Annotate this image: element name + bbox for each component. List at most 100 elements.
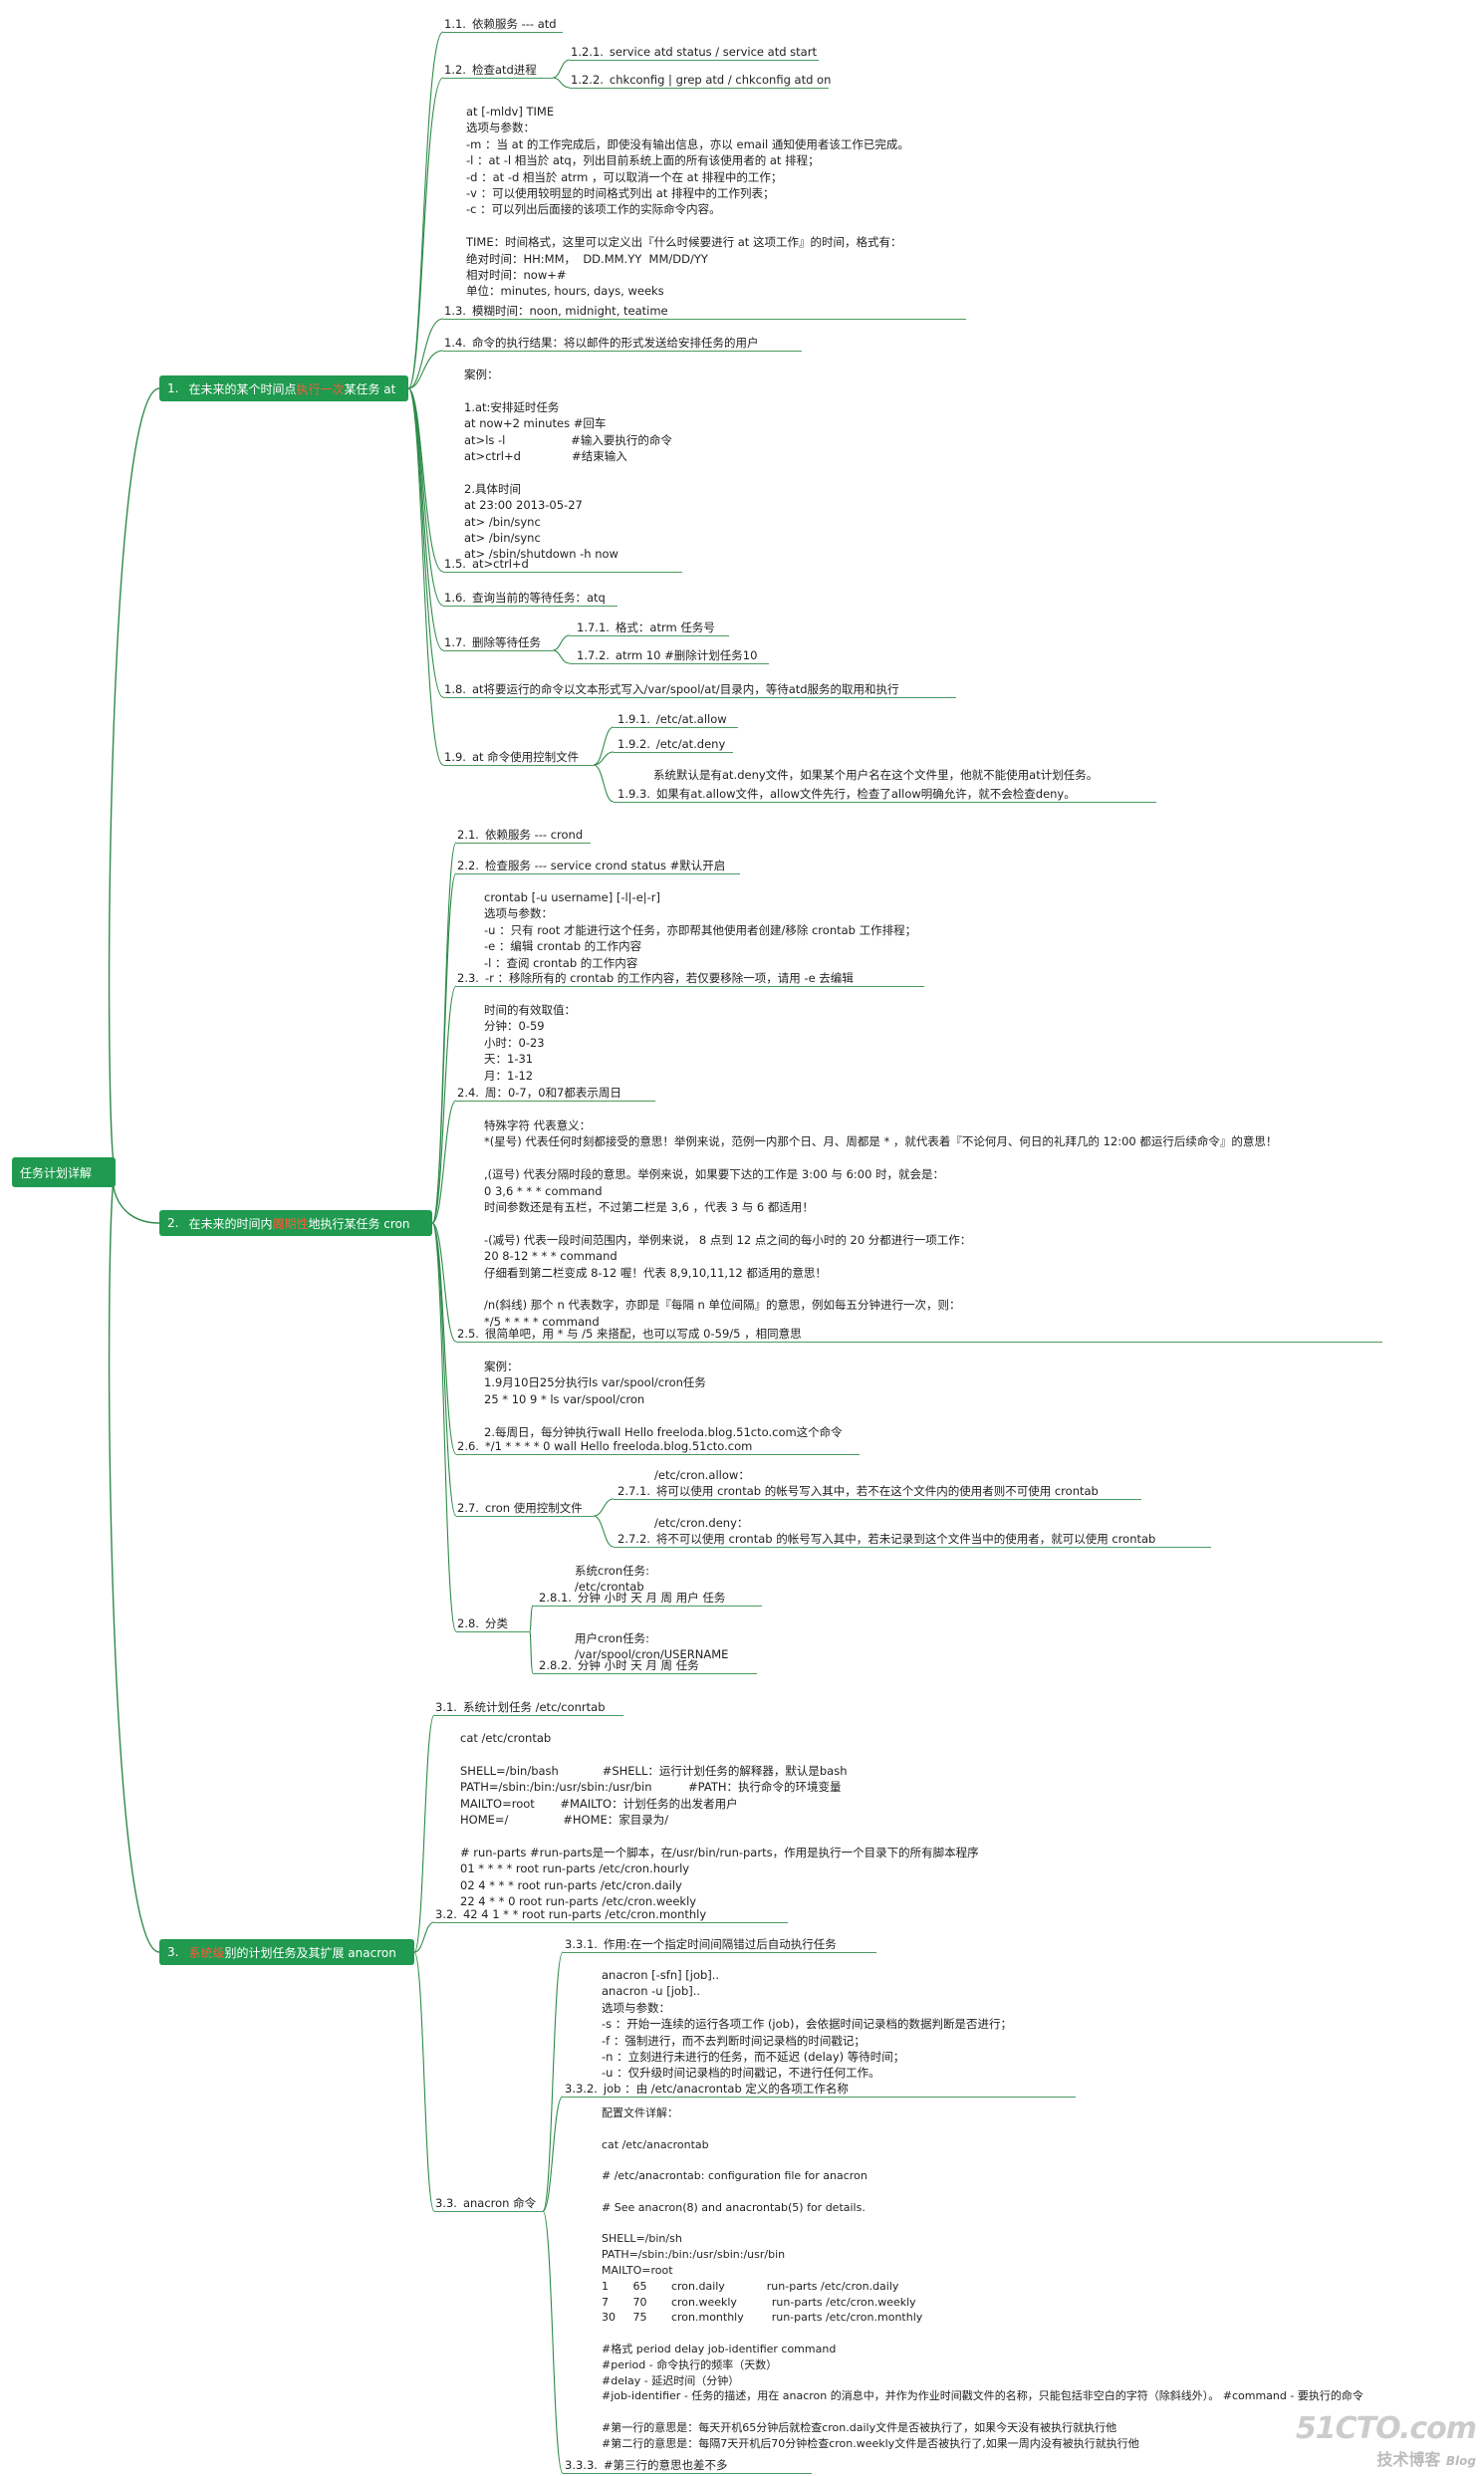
node-2-4[interactable]: 2.4.周：0-7，0和7都表示周日: [457, 1087, 621, 1100]
underline: [614, 727, 738, 728]
node-num: 2.2.: [457, 859, 479, 872]
node-num: 1.2.1.: [571, 45, 604, 59]
watermark-site: 51CTO.com: [1295, 2411, 1477, 2446]
node-1-7-1[interactable]: 1.7.1.格式：atrm 任务号: [577, 621, 715, 634]
node-num: 1.9.: [444, 750, 466, 764]
node-2-7-1[interactable]: 2.7.1.将可以使用 crontab 的帐号写入其中，若不在这个文件内的使用者…: [618, 1485, 1099, 1498]
node-text: 分钟 小时 天 月 周 任务: [577, 1658, 699, 1672]
underline: [570, 60, 819, 61]
node-num: 3.3.1.: [565, 1937, 598, 1951]
node-text: 查询当前的等待任务：atq: [471, 591, 606, 605]
node-num: 1.7.2.: [577, 648, 610, 662]
branch-2-post: 地执行某任务 cron: [308, 1216, 410, 1231]
watermark-tag: Blog: [1445, 2454, 1476, 2468]
node-text: 模糊时间：noon, midnight, teatime: [471, 304, 668, 318]
node-1-9-3[interactable]: 1.9.3.如果有at.allow文件，allow文件先行，检查了allow明确…: [618, 788, 1076, 801]
underline: [456, 986, 924, 987]
node-text: /etc/at.deny: [655, 737, 726, 751]
node-3-3-2[interactable]: 3.3.2.job ：由 /etc/anacrontab 定义的各项工作名称: [565, 2082, 849, 2096]
note-anacrontab: 配置文件详解： cat /etc/anacrontab # /etc/anacr…: [602, 2106, 1363, 2450]
underline: [456, 1631, 530, 1632]
note-crontab: crontab [-u username] [-l|-e|-r] 选项与参数： …: [484, 890, 917, 970]
node-2-1[interactable]: 2.1.依赖服务 --- crond: [457, 829, 583, 842]
node-3-3[interactable]: 3.3.anacron 命令: [435, 2196, 537, 2210]
note-sys-cron: 系统cron任务: /etc/crontab: [575, 1564, 649, 1595]
underline: [533, 1673, 757, 1674]
node-num: 1.9.1.: [618, 712, 650, 726]
node-num: 3.2.: [435, 1907, 457, 1921]
node-text: at 命令使用控制文件: [471, 750, 580, 764]
node-1-4[interactable]: 1.4.命令的执行结果：将以邮件的形式发送给安排任务的用户: [444, 337, 758, 350]
node-num: 1.2.2.: [571, 73, 604, 87]
node-1-7[interactable]: 1.7.删除等待任务: [444, 636, 541, 649]
branch-1-pre: 在未来的某个时间点: [188, 381, 297, 396]
node-1-7-2[interactable]: 1.7.2.atrm 10 #删除计划任务10: [577, 648, 757, 662]
node-3-2[interactable]: 3.2.42 4 1 * * root run-parts /etc/cron.…: [435, 1907, 706, 1921]
node-text: service atd status / service atd start: [609, 45, 817, 59]
node-2-2[interactable]: 2.2. 检查服务 --- service crond status #默认开启: [457, 859, 726, 872]
node-1-2-2[interactable]: 1.2.2.chkconfig | grep atd / chkconfig a…: [571, 73, 831, 87]
node-1-8[interactable]: 1.8.at将要运行的命令以文本形式写入/var/spool/at/目录内，等待…: [444, 682, 899, 696]
note-anacron-syntax: anacron [-sfn] [job].. anacron -u [job].…: [602, 1968, 1012, 2081]
node-2-8-2[interactable]: 2.8.2. 分钟 小时 天 月 周 任务: [539, 1658, 699, 1672]
root-node[interactable]: 任务计划详解: [12, 1157, 116, 1187]
node-1-9-2[interactable]: 1.9.2./etc/at.deny: [618, 737, 726, 751]
node-text: 检查服务 --- service crond status #默认开启: [484, 859, 726, 872]
node-1-6[interactable]: 1.6. 查询当前的等待任务：atq: [444, 591, 606, 605]
node-2-7[interactable]: 2.7.cron 使用控制文件: [457, 1501, 583, 1515]
node-3-3-1[interactable]: 3.3.1.作用:在一个指定时间间隔错过后自动执行任务: [565, 1937, 837, 1951]
node-num: 1.6.: [444, 591, 466, 605]
underline: [456, 1516, 594, 1517]
node-2-8-1[interactable]: 2.8.1.分钟 小时 天 月 周 用户 任务: [539, 1591, 726, 1605]
branch-3[interactable]: 3. 系统级别的计划任务及其扩展 anacron: [159, 1939, 414, 1965]
node-1-9-1[interactable]: 1.9.1./etc/at.allow: [618, 712, 727, 726]
branch-1[interactable]: 1. 在未来的某个时间点执行一次某任务 at: [159, 375, 408, 401]
node-num: 2.8.2.: [539, 1658, 572, 1672]
node-1-1[interactable]: 1.1.依赖服务 --- atd: [444, 17, 557, 31]
node-text: anacron 命令: [462, 2196, 537, 2210]
node-num: 1.5.: [444, 557, 466, 571]
node-2-6[interactable]: 2.6.*/1 * * * * 0 wall Hello freeloda.bl…: [457, 1439, 752, 1453]
branch-3-highlight: 系统级: [188, 1945, 225, 1960]
underline: [614, 802, 1156, 803]
node-2-7-2[interactable]: 2.7.2.将不可以使用 crontab 的帐号写入其中，若未记录到这个文件当中…: [618, 1533, 1155, 1546]
underline: [443, 78, 553, 79]
underline: [443, 650, 553, 651]
node-num: 1.8.: [444, 682, 466, 696]
node-3-1[interactable]: 3.1.系统计划任务 /etc/conrtab: [435, 1700, 606, 1714]
node-1-2-1[interactable]: 1.2.1. service atd status / service atd s…: [571, 45, 817, 59]
branch-3-post: 别的计划任务及其扩展 anacron: [224, 1945, 396, 1960]
underline: [434, 1922, 788, 1923]
branch-2[interactable]: 2. 在未来的时间内周期性地执行某任务 cron: [159, 1210, 432, 1236]
node-num: 3.3.2.: [565, 2082, 598, 2096]
node-text: 系统计划任务 /etc/conrtab: [462, 1700, 606, 1714]
underline: [563, 2097, 1076, 2098]
underline: [443, 606, 618, 607]
node-2-8[interactable]: 2.8.分类: [457, 1617, 508, 1630]
node-text: 分钟 小时 天 月 周 用户 任务: [577, 1591, 726, 1605]
node-num: 2.6.: [457, 1439, 479, 1453]
watermark-sub: 技术博客: [1376, 2450, 1441, 2469]
node-1-2[interactable]: 1.2.检查atd进程: [444, 64, 537, 77]
node-3-3-3[interactable]: 3.3.3.#第三行的意思也差不多: [565, 2459, 728, 2472]
node-text: cron 使用控制文件: [484, 1501, 583, 1515]
node-text: -r ：移除所有的 crontab 的工作内容，若仅要移除一项，请用 -e 去编…: [484, 971, 854, 985]
node-1-9[interactable]: 1.9. at 命令使用控制文件: [444, 750, 580, 764]
node-1-3[interactable]: 1.3.模糊时间：noon, midnight, teatime: [444, 304, 668, 318]
underline: [443, 697, 956, 698]
branch-2-pre: 在未来的时间内: [188, 1216, 273, 1231]
branch-2-highlight: 周期性: [272, 1216, 309, 1231]
underline: [443, 351, 802, 352]
underline: [443, 765, 594, 766]
node-1-5[interactable]: 1.5.at>ctrl+d: [444, 557, 529, 571]
underline: [434, 2211, 543, 2212]
node-num: 2.3.: [457, 971, 479, 985]
node-2-3[interactable]: 2.3. -r ：移除所有的 crontab 的工作内容，若仅要移除一项，请用 -…: [457, 971, 854, 985]
node-num: 1.1.: [444, 17, 466, 31]
underline: [443, 572, 682, 573]
node-2-5[interactable]: 2.5.很简单吧，用 * 与 /5 来搭配，也可以写成 0-59/5 ，相同意思: [457, 1328, 802, 1341]
branch-1-num: 1.: [167, 381, 179, 395]
note-cron-deny: /etc/cron.deny：: [654, 1516, 749, 1530]
underline: [456, 1101, 655, 1102]
branch-3-num: 3.: [167, 1945, 179, 1959]
